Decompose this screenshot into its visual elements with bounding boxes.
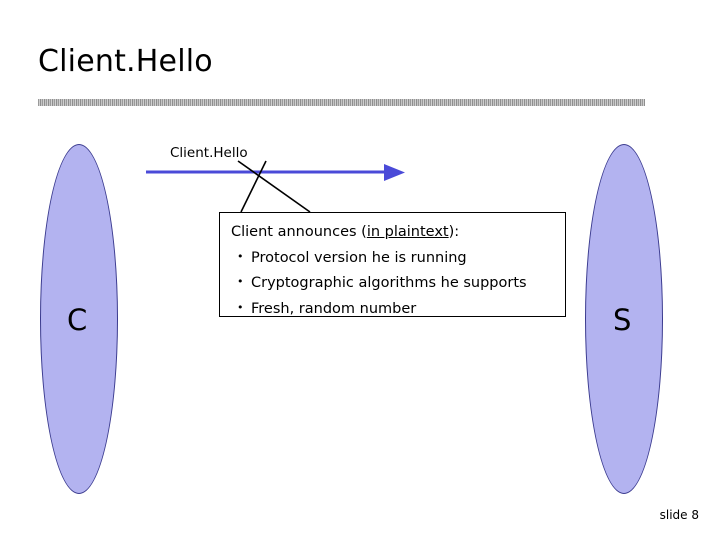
server-node-label: S	[613, 303, 632, 337]
callout-bullet-3-text: Fresh, random number	[251, 300, 417, 317]
callout-leader-lines	[237, 160, 311, 213]
callout-heading-prefix: Client announces (	[231, 224, 367, 240]
callout-bullet-1-text: Protocol version he is running	[251, 249, 467, 266]
callout-bullet-1: • Protocol version he is running	[231, 245, 565, 271]
callout-bullet-3: • Fresh, random number	[231, 296, 565, 322]
client-node-label: C	[67, 303, 88, 337]
bullet-icon: •	[237, 300, 244, 314]
bullet-icon: •	[237, 249, 244, 263]
callout-heading: Client announces (in plaintext):	[231, 220, 565, 245]
callout-bullet-2-text: Cryptographic algorithms he supports	[251, 275, 527, 291]
callout-box: Client announces (in plaintext): • Protoc…	[219, 212, 566, 317]
callout-bullet-2: • Cryptographic algorithms he supports	[231, 270, 565, 296]
title-divider	[38, 99, 645, 106]
page-title: Client.Hello	[38, 44, 213, 79]
callout-heading-suffix: ):	[448, 224, 460, 240]
bullet-icon: •	[237, 275, 244, 288]
client-node-shape	[40, 144, 118, 494]
slide-number: slide 8	[659, 508, 699, 522]
message-arrow-icon	[146, 164, 405, 181]
message-label: Client.Hello	[170, 145, 248, 161]
server-node-shape	[585, 144, 663, 494]
callout-heading-underlined: in plaintext	[366, 224, 449, 240]
